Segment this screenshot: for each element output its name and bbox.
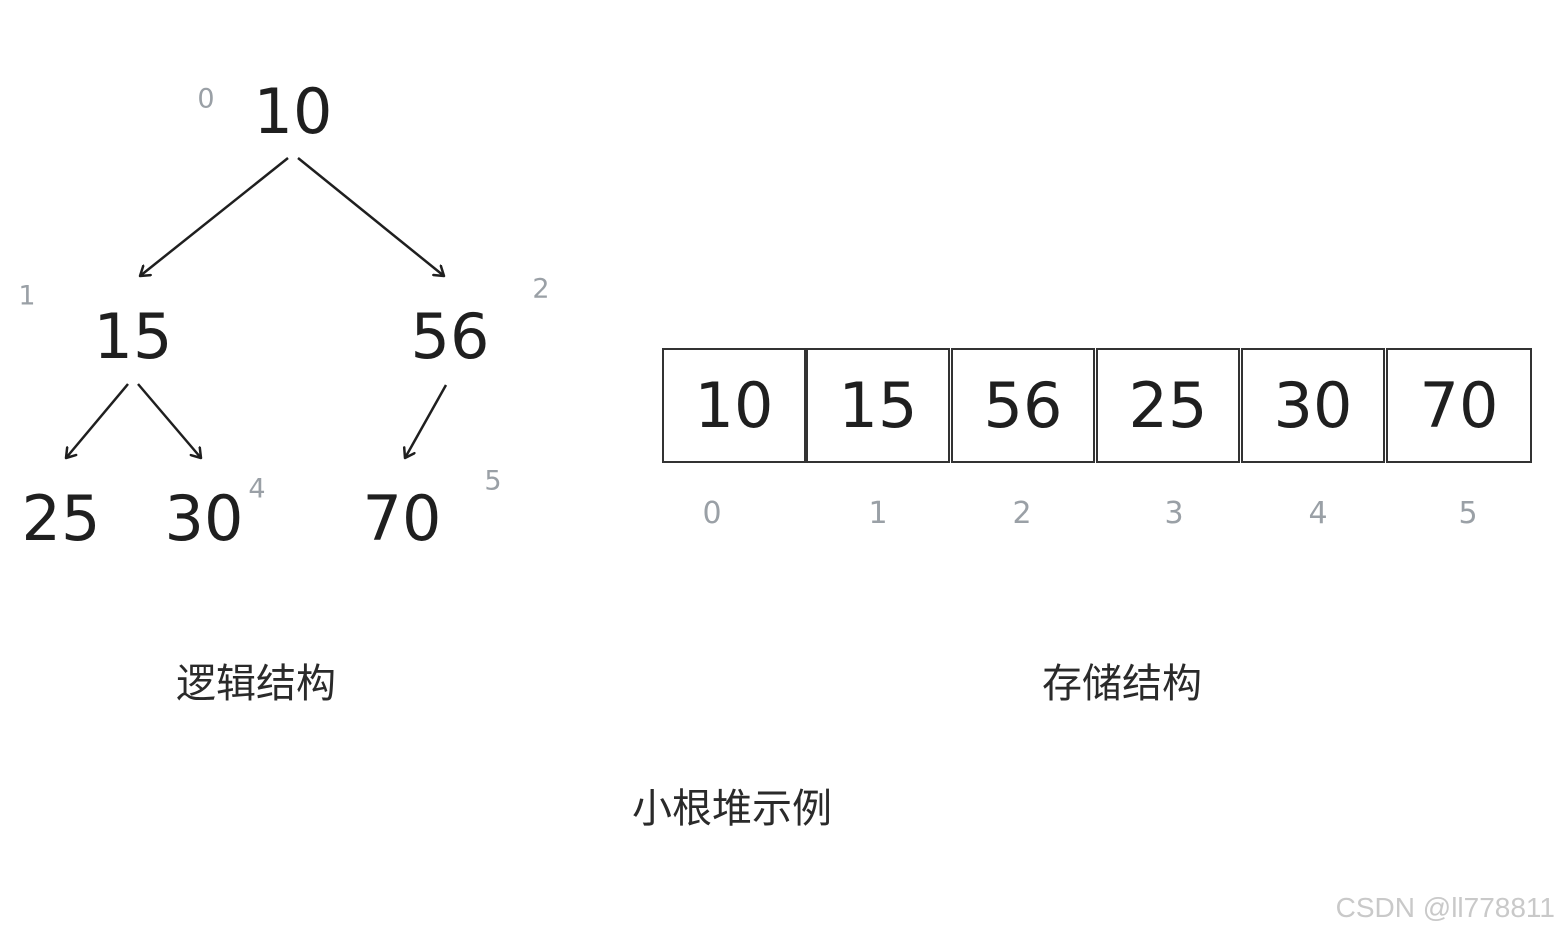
- tree-node-left-right: 30: [164, 482, 244, 555]
- tree-index-5: 5: [484, 465, 502, 497]
- edge-10-15: [140, 157, 289, 276]
- tree-node-left: 15: [93, 300, 173, 373]
- edge-56-70: [405, 384, 448, 458]
- tree-node-left-left: 25: [21, 482, 101, 555]
- array-index-0: 0: [702, 496, 722, 531]
- edge-15-25: [66, 383, 129, 458]
- array-index-3: 3: [1164, 496, 1184, 531]
- caption-min-heap-example: 小根堆示例: [632, 786, 832, 832]
- array-index-2: 2: [1012, 496, 1032, 531]
- array-index-5: 5: [1458, 496, 1478, 531]
- array-cell-5: 70: [1386, 348, 1532, 463]
- tree-node-right-left: 70: [362, 482, 442, 555]
- array-cell-4: 30: [1241, 348, 1385, 463]
- tree-index-2: 2: [532, 273, 550, 305]
- watermark: CSDN @ll778811: [1335, 892, 1555, 923]
- tree-node-right: 56: [410, 300, 490, 373]
- array-index-4: 4: [1308, 496, 1328, 531]
- tree-index-4: 4: [248, 473, 266, 505]
- array-cell-3: 25: [1096, 348, 1240, 463]
- edge-15-30: [137, 383, 201, 458]
- tree-index-0: 0: [197, 83, 215, 115]
- caption-storage-structure: 存储结构: [1042, 661, 1202, 707]
- array-cell-2: 56: [951, 348, 1095, 463]
- edge-10-56: [297, 157, 444, 276]
- array-cell-0: 10: [662, 348, 806, 463]
- array-index-1: 1: [868, 496, 888, 531]
- tree-node-root: 10: [253, 75, 333, 148]
- array-cell-1: 15: [806, 348, 950, 463]
- caption-logical-structure: 逻辑结构: [176, 661, 336, 707]
- tree-index-1: 1: [18, 280, 36, 312]
